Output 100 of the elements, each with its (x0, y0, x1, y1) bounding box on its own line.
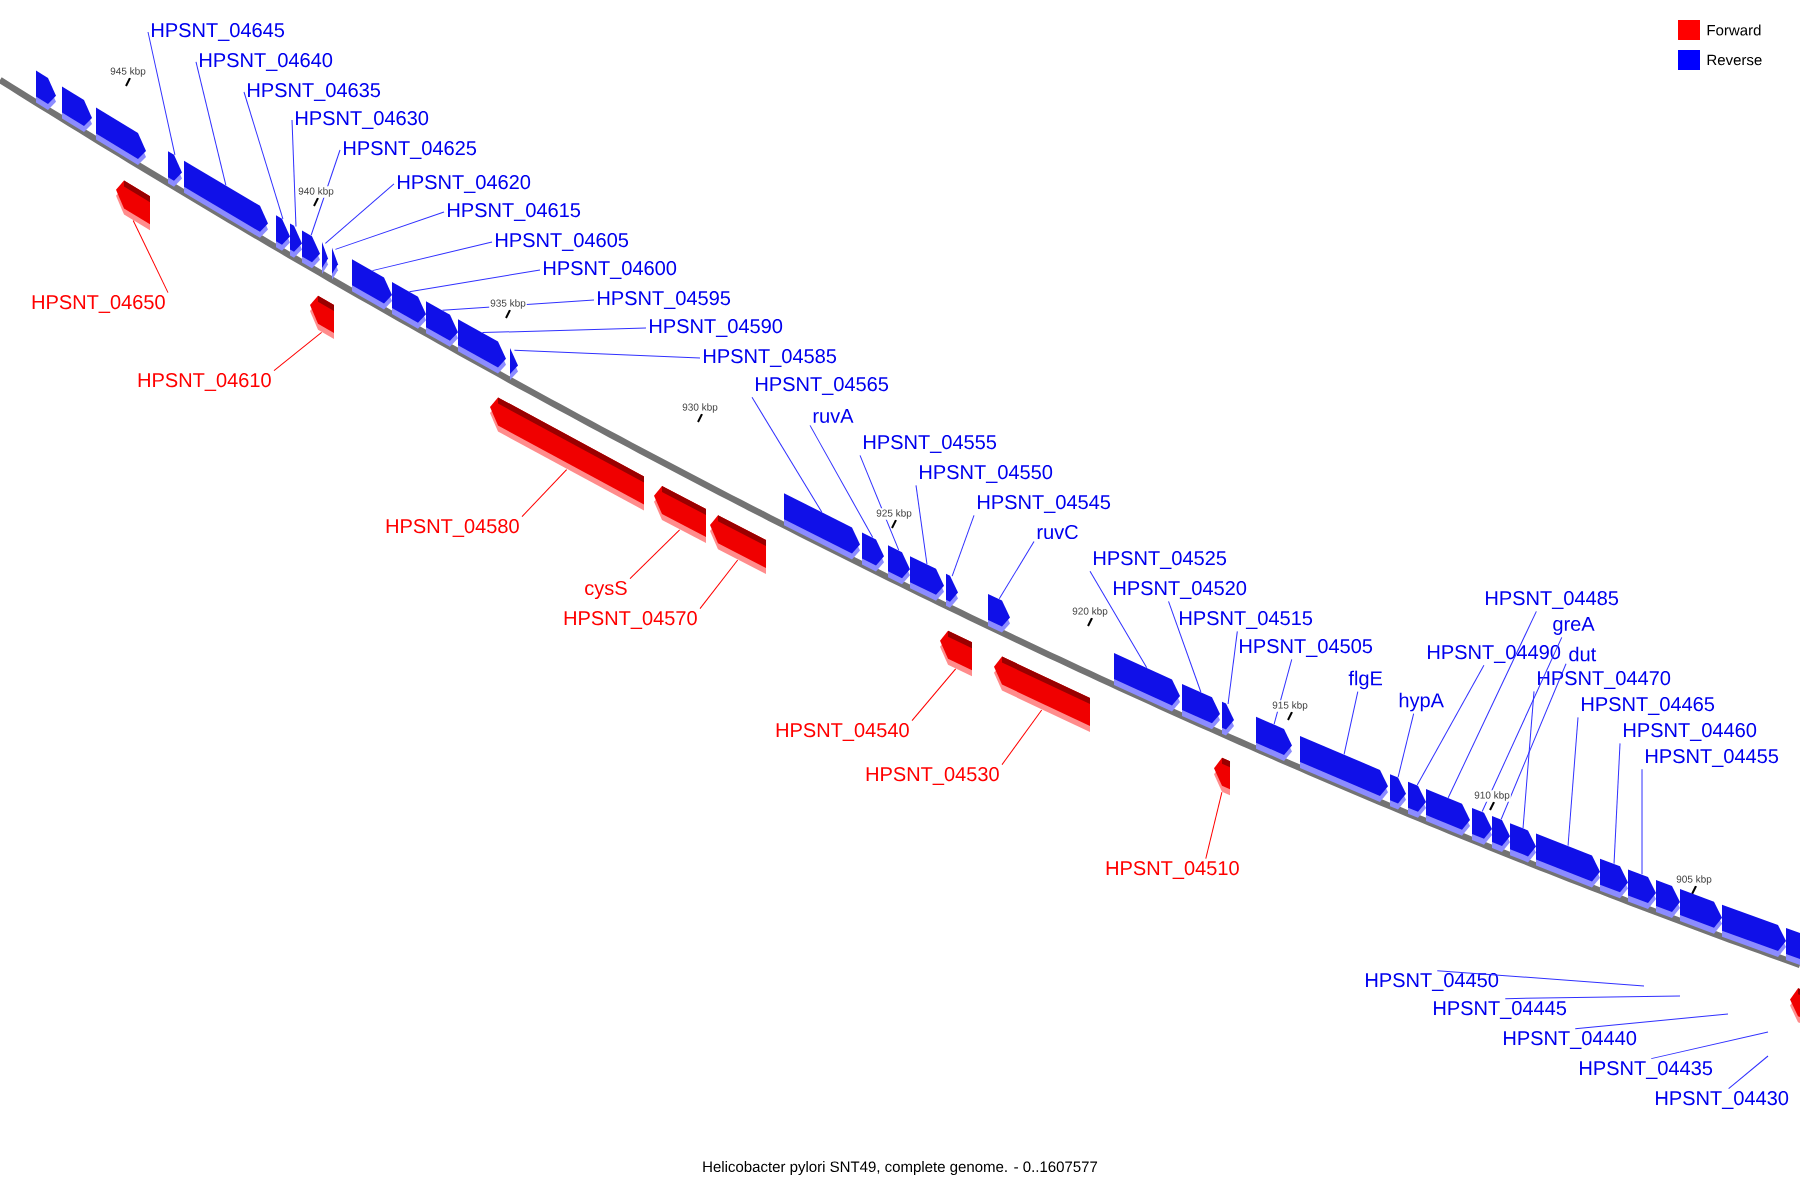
leader-line (1500, 663, 1567, 820)
leader-line (1481, 636, 1563, 813)
leader-line (1273, 658, 1293, 725)
leader-line (1227, 630, 1238, 705)
leader-line (1574, 1013, 1729, 1030)
leader-line (1343, 691, 1359, 755)
gene-label: HPSNT_04440 (1504, 1031, 1637, 1049)
gene-label: HPSNT_04585 (704, 349, 837, 367)
leader-line (1089, 570, 1148, 669)
gene-label: HPSNT_04610 (138, 373, 271, 391)
gene-label: HPSNT_04620 (398, 175, 531, 193)
gene-label: ruvC (1037, 524, 1078, 540)
gene-label: HPSNT_04645 (152, 23, 285, 41)
leader-line (1504, 995, 1681, 1000)
gene-label: HPSNT_04630 (296, 111, 429, 129)
gene-label: HPSNT_04590 (650, 319, 783, 337)
gene-bar (426, 301, 458, 347)
leader-line (998, 540, 1035, 600)
gene-bar (888, 545, 910, 585)
gene-bar (1628, 869, 1656, 909)
gene-bar (1408, 781, 1426, 818)
gene-bar (1472, 807, 1492, 845)
gene-label: flgE (1348, 670, 1382, 690)
gene-label: HPSNT_04465 (1582, 697, 1715, 715)
gene-bar (116, 180, 150, 231)
gene-label: HPSNT_04605 (496, 233, 629, 251)
gene-label: HPSNT_04490 (1428, 645, 1561, 663)
gene-label: HPSNT_04545 (978, 495, 1111, 513)
leader-line (147, 31, 176, 156)
gene-bar (654, 485, 706, 544)
gene-bar (96, 107, 146, 166)
leader-line (408, 269, 541, 293)
leader-line (1436, 970, 1645, 987)
gene-label: HPSNT_04555 (864, 435, 997, 453)
gene-bar (332, 247, 338, 280)
gene-bar (994, 656, 1090, 732)
gene-bar (940, 630, 972, 677)
gene-label: hypA (1399, 692, 1444, 712)
gene-label: HPSNT_04580 (386, 519, 519, 537)
gene-bar (310, 295, 334, 339)
gene-bar (1390, 774, 1406, 810)
gene-label: HPSNT_04650 (32, 295, 165, 313)
leader-line (513, 349, 701, 359)
gene-bar (1600, 858, 1628, 899)
leader-line (751, 396, 823, 513)
gene-label: HPSNT_04640 (200, 53, 333, 71)
leader-line (1168, 600, 1202, 693)
leader-line (699, 559, 739, 610)
leader-line (1650, 1031, 1769, 1060)
gene-label: HPSNT_04635 (248, 83, 381, 101)
gene-label: dut (1569, 646, 1597, 662)
gene-label: HPSNT_04435 (1580, 1061, 1713, 1079)
leader-line (1522, 690, 1535, 829)
gene-label: HPSNT_04455 (1646, 749, 1779, 767)
gene-bar (168, 151, 182, 187)
gene-label: cysS (585, 580, 627, 600)
gene-bar (988, 593, 1010, 633)
gene-label: HPSNT_04565 (756, 377, 889, 395)
gene-bar (510, 348, 518, 381)
gene-bar (1790, 988, 1800, 1027)
gene-label: HPSNT_04515 (1180, 611, 1313, 629)
leader-line (243, 91, 284, 220)
gene-label: HPSNT_04430 (1656, 1091, 1789, 1109)
leader-line (291, 119, 297, 227)
gene-label: HPSNT_04595 (598, 291, 731, 309)
gene-label: HPSNT_04625 (344, 141, 477, 159)
gene-label: HPSNT_04530 (866, 767, 999, 785)
gene-bar (946, 573, 958, 608)
gene-label: greA (1553, 617, 1595, 635)
gene-bar (1214, 757, 1230, 796)
gene-bar (1114, 653, 1180, 712)
gene-bar (322, 242, 328, 274)
leader-line (1416, 664, 1485, 786)
gene-bar (352, 259, 392, 310)
gene-bar (1510, 823, 1536, 863)
gene-bar (784, 493, 860, 560)
gene-label: ruvA (813, 409, 854, 423)
gene-label: HPSNT_04445 (1434, 1001, 1567, 1019)
gene-bar (392, 282, 426, 329)
gene-bar (862, 532, 884, 572)
gene-label: HPSNT_04450 (1366, 973, 1499, 991)
gene-bar (490, 397, 644, 511)
leader-line (809, 424, 874, 538)
gene-bar (1300, 735, 1388, 802)
leader-line (911, 668, 957, 722)
gene-label: HPSNT_04540 (776, 723, 909, 741)
gene-bar (1256, 716, 1292, 761)
gene-label: HPSNT_04615 (448, 203, 581, 221)
leader-line (951, 514, 975, 577)
leader-line (371, 241, 493, 272)
gene-bar (36, 70, 56, 110)
gene-label: HPSNT_04525 (1094, 551, 1227, 569)
leader-line (334, 211, 445, 250)
gene-bar (1786, 927, 1800, 966)
gene-label: HPSNT_04460 (1624, 723, 1757, 741)
leader-line (859, 454, 900, 551)
leader-line (195, 61, 227, 186)
leader-line (1728, 1055, 1769, 1090)
leader-line (1001, 709, 1043, 766)
gene-bar (276, 215, 290, 251)
